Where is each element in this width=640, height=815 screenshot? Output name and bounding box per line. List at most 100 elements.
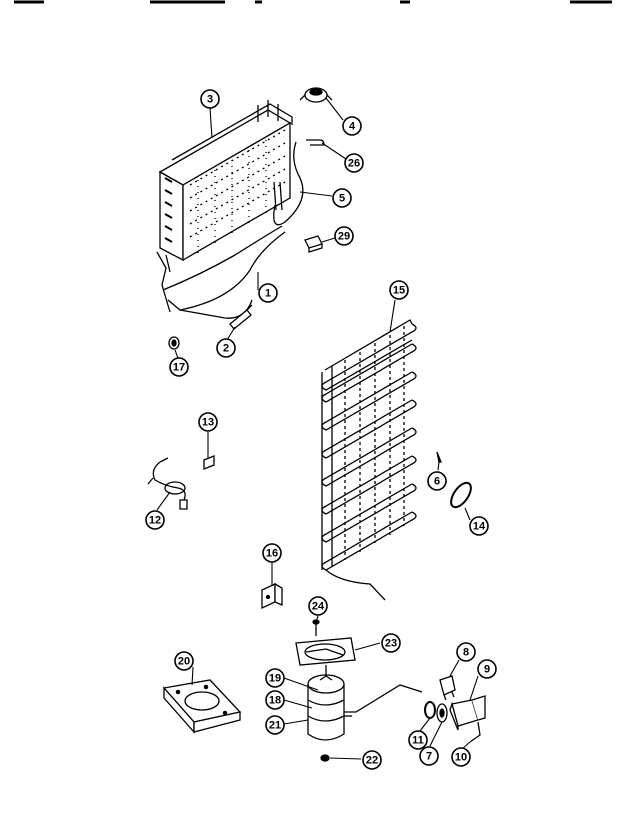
defrost-terminator-drawing — [300, 88, 332, 102]
screw-6-drawing — [437, 452, 441, 462]
callout-circle — [216, 338, 236, 358]
callout-circle — [145, 510, 165, 530]
callout-26: 26 — [344, 153, 364, 173]
drain-pan-drawing — [296, 638, 355, 665]
callout-circle — [456, 642, 476, 662]
callout-circle — [265, 715, 285, 735]
callout-circle — [262, 543, 282, 563]
leader-lines — [156, 97, 479, 760]
callout-circle — [265, 668, 285, 688]
callout-10: 10 — [451, 747, 471, 767]
bracket-drawing — [262, 584, 282, 608]
callout-circle — [198, 412, 218, 432]
callout-number: 5 — [339, 193, 345, 205]
callout-number: 9 — [484, 664, 490, 676]
callout-number: 21 — [269, 720, 281, 732]
callout-14: 14 — [469, 516, 489, 536]
relay-drawing — [450, 696, 485, 730]
callout-number: 4 — [349, 121, 356, 133]
callout-number: 23 — [385, 638, 397, 650]
callout-20: 20 — [174, 651, 194, 671]
callout-2: 2 — [216, 338, 236, 358]
callout-circle — [419, 746, 439, 766]
connector-29-drawing — [305, 236, 322, 252]
drier-drawing — [230, 305, 252, 329]
callout-circle — [332, 188, 352, 208]
callout-6: 6 — [427, 471, 447, 491]
callout-number: 17 — [173, 362, 185, 374]
callout-number: 24 — [312, 601, 325, 613]
callout-1: 1 — [258, 283, 278, 303]
condenser-drawing — [322, 320, 416, 600]
callout-number: 10 — [455, 752, 467, 764]
callout-number: 3 — [207, 94, 213, 106]
clip-26-drawing — [306, 140, 324, 145]
callout-5: 5 — [332, 188, 352, 208]
grommet-17-drawing — [169, 337, 179, 349]
wire-harness-drawing — [148, 458, 187, 509]
callout-number: 1 — [265, 288, 271, 300]
callout-number: 20 — [178, 656, 190, 668]
callout-circle — [334, 226, 354, 246]
callout-circle — [342, 116, 362, 136]
callout-19: 19 — [265, 668, 285, 688]
callout-circle — [265, 690, 285, 710]
callout-17: 17 — [169, 357, 189, 377]
callout-3: 3 — [200, 89, 220, 109]
callout-circle — [308, 596, 328, 616]
callout-number: 18 — [269, 695, 281, 707]
evaporator-drawing — [160, 100, 292, 260]
callout-circle — [408, 730, 428, 750]
callout-circle — [258, 283, 278, 303]
callout-22: 22 — [362, 750, 382, 770]
callout-8: 8 — [456, 642, 476, 662]
callout-circle — [477, 659, 497, 679]
callout-13: 13 — [198, 412, 218, 432]
callout-circle — [469, 516, 489, 536]
capacitor-drawing — [470, 722, 480, 742]
callouts: 3426529121715131261416242320191821228911… — [145, 89, 497, 770]
callout-7: 7 — [419, 746, 439, 766]
clip-13-drawing — [204, 456, 214, 469]
callout-15: 15 — [389, 280, 409, 300]
clip-11-drawing — [425, 702, 435, 718]
callout-24: 24 — [308, 596, 328, 616]
callout-number: 26 — [348, 158, 360, 170]
callout-9: 9 — [477, 659, 497, 679]
callout-number: 29 — [338, 231, 350, 243]
callout-11: 11 — [408, 730, 428, 750]
callout-circle — [200, 89, 220, 109]
grommet-ring-drawing — [447, 480, 475, 511]
callout-number: 8 — [463, 647, 469, 659]
callout-number: 2 — [223, 343, 229, 355]
callout-number: 7 — [426, 751, 432, 763]
callout-circle — [169, 357, 189, 377]
callout-number: 6 — [434, 476, 440, 488]
overload-drawing — [440, 676, 455, 700]
callout-number: 15 — [393, 285, 405, 297]
heater-lead-drawing — [274, 142, 303, 225]
callout-number: 11 — [412, 735, 424, 747]
mounting-plate-drawing — [164, 680, 240, 732]
callout-18: 18 — [265, 690, 285, 710]
callout-circle — [362, 750, 382, 770]
callout-circle — [451, 747, 471, 767]
callout-circle — [389, 280, 409, 300]
callout-number: 22 — [366, 755, 378, 767]
callout-number: 14 — [473, 521, 486, 533]
screw-24-drawing — [313, 620, 319, 636]
terminal-cover-drawing — [437, 704, 447, 722]
callout-4: 4 — [342, 116, 362, 136]
callout-21: 21 — [265, 715, 285, 735]
bolt-22-drawing — [321, 755, 329, 761]
callout-29: 29 — [334, 226, 354, 246]
callout-number: 13 — [202, 417, 214, 429]
callout-12: 12 — [145, 510, 165, 530]
callout-number: 19 — [269, 673, 281, 685]
compressor-drawing — [308, 665, 422, 740]
callout-circle — [381, 633, 401, 653]
callout-circle — [344, 153, 364, 173]
callout-number: 16 — [266, 548, 278, 560]
callout-23: 23 — [381, 633, 401, 653]
